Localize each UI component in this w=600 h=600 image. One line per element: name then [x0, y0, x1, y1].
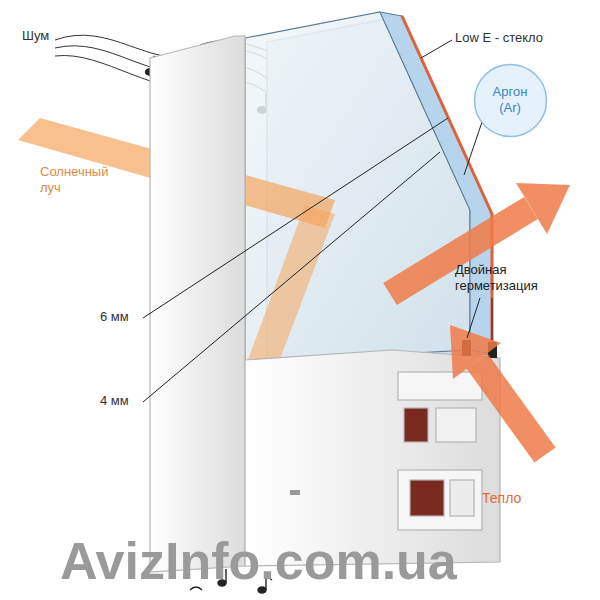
leader-line [143, 118, 448, 318]
part-label: Тепло [482, 490, 521, 507]
circle-outline [474, 64, 546, 136]
leader-lines [143, 40, 492, 402]
leader-line [467, 298, 480, 338]
heat-arrow [516, 183, 570, 234]
heat-arrows [390, 183, 570, 455]
profile-chamber [410, 480, 444, 516]
part-label: Двойная герметизация [455, 262, 565, 293]
profile-chamber [398, 372, 482, 400]
leader-line [421, 40, 452, 58]
part-label: 4 мм [100, 393, 129, 409]
profile-chamber [404, 408, 428, 442]
low-e-coating [402, 16, 492, 354]
window-frame [150, 36, 500, 572]
profile-chamber [398, 470, 482, 530]
handle-slot [290, 490, 300, 495]
watermark: AvizInfo.com.ua [60, 530, 457, 592]
heat-arrow [477, 361, 545, 455]
gas-circle: Аргон (Ar) [473, 63, 548, 138]
part-label: Шум [22, 28, 49, 44]
profile-chamber [436, 408, 476, 442]
leader-line [492, 298, 493, 340]
gas-label: Аргон (Ar) [473, 84, 548, 117]
leader-line [464, 122, 482, 175]
part-label: 6 мм [100, 309, 129, 325]
heat-arrow [450, 325, 501, 379]
gas-name: Аргон (Ar) [482, 84, 538, 117]
part-label: Low E - стекло [455, 30, 543, 46]
profile-chamber [450, 480, 474, 516]
part-label: Солнечный луч [40, 164, 120, 195]
leader-line [143, 152, 440, 402]
